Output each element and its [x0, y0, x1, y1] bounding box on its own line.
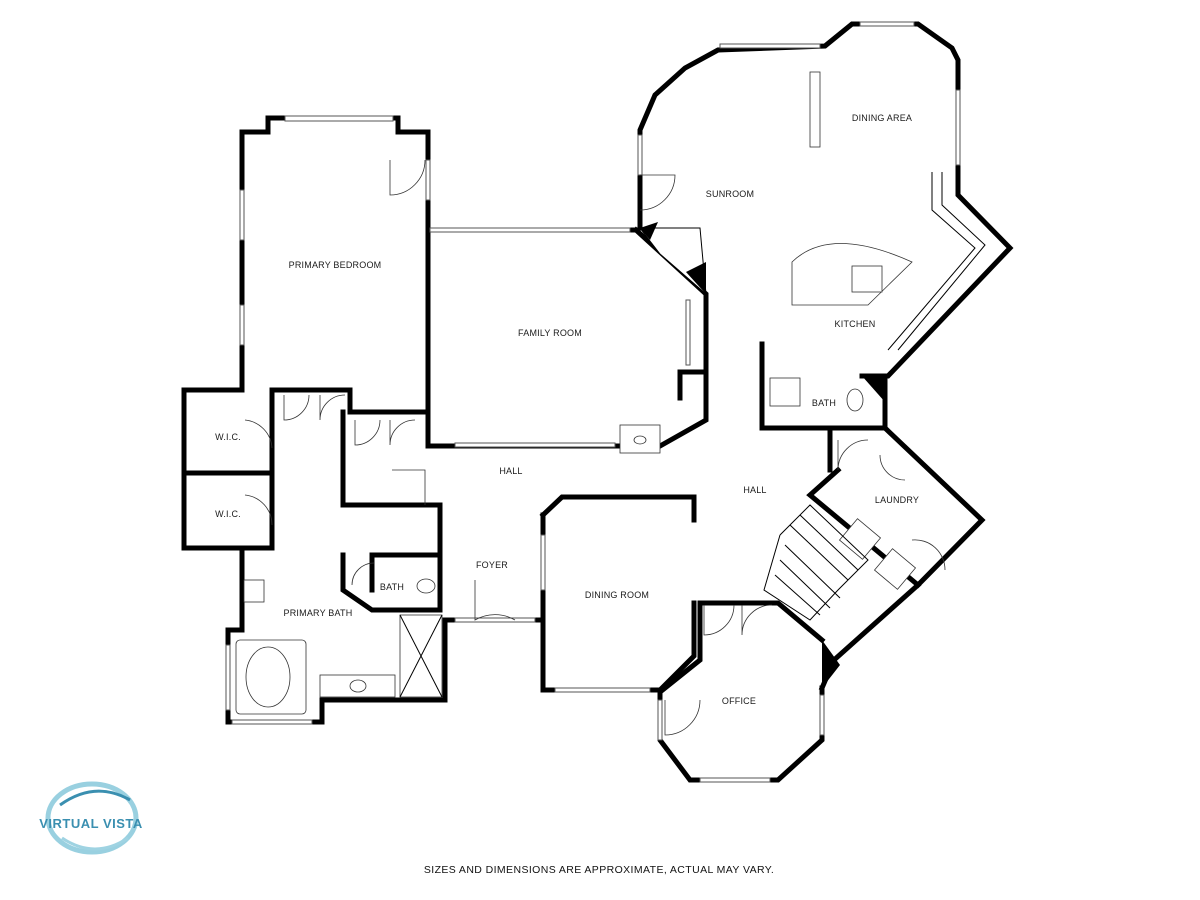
- label-office: OFFICE: [722, 696, 756, 706]
- disclaimer-text: SIZES AND DIMENSIONS ARE APPROXIMATE, AC…: [424, 864, 774, 876]
- label-dining-room: DINING ROOM: [585, 590, 649, 600]
- label-wic-bottom: W.I.C.: [215, 509, 241, 519]
- fixtures: [235, 71, 986, 715]
- windows: [225, 21, 961, 783]
- virtual-vista-logo: VIRTUAL VISTA: [39, 781, 143, 855]
- logo-arc-icon: [59, 789, 131, 807]
- label-hall-right: HALL: [743, 485, 766, 495]
- label-family-room: FAMILY ROOM: [518, 328, 582, 338]
- logo-text: VIRTUAL VISTA: [39, 816, 143, 831]
- label-bath-foyer: BATH: [380, 582, 404, 592]
- label-laundry: LAUNDRY: [875, 495, 919, 505]
- stairs: [763, 504, 869, 621]
- label-sunroom: SUNROOM: [706, 189, 754, 199]
- doors: [244, 159, 946, 736]
- label-wic-top: W.I.C.: [215, 432, 241, 442]
- label-foyer: FOYER: [476, 560, 508, 570]
- logo-swirl-icon: [45, 781, 139, 855]
- label-bath-kitchen: BATH: [812, 398, 836, 408]
- label-hall-center: HALL: [499, 466, 522, 476]
- label-primary-bedroom: PRIMARY BEDROOM: [289, 260, 382, 270]
- room-labels: PRIMARY BEDROOM FAMILY ROOM SUNROOM DINI…: [215, 113, 919, 706]
- label-dining-area: DINING AREA: [852, 113, 912, 123]
- logo-arc-bottom-icon: [61, 836, 129, 851]
- label-kitchen: KITCHEN: [835, 319, 876, 329]
- label-primary-bath: PRIMARY BATH: [284, 608, 353, 618]
